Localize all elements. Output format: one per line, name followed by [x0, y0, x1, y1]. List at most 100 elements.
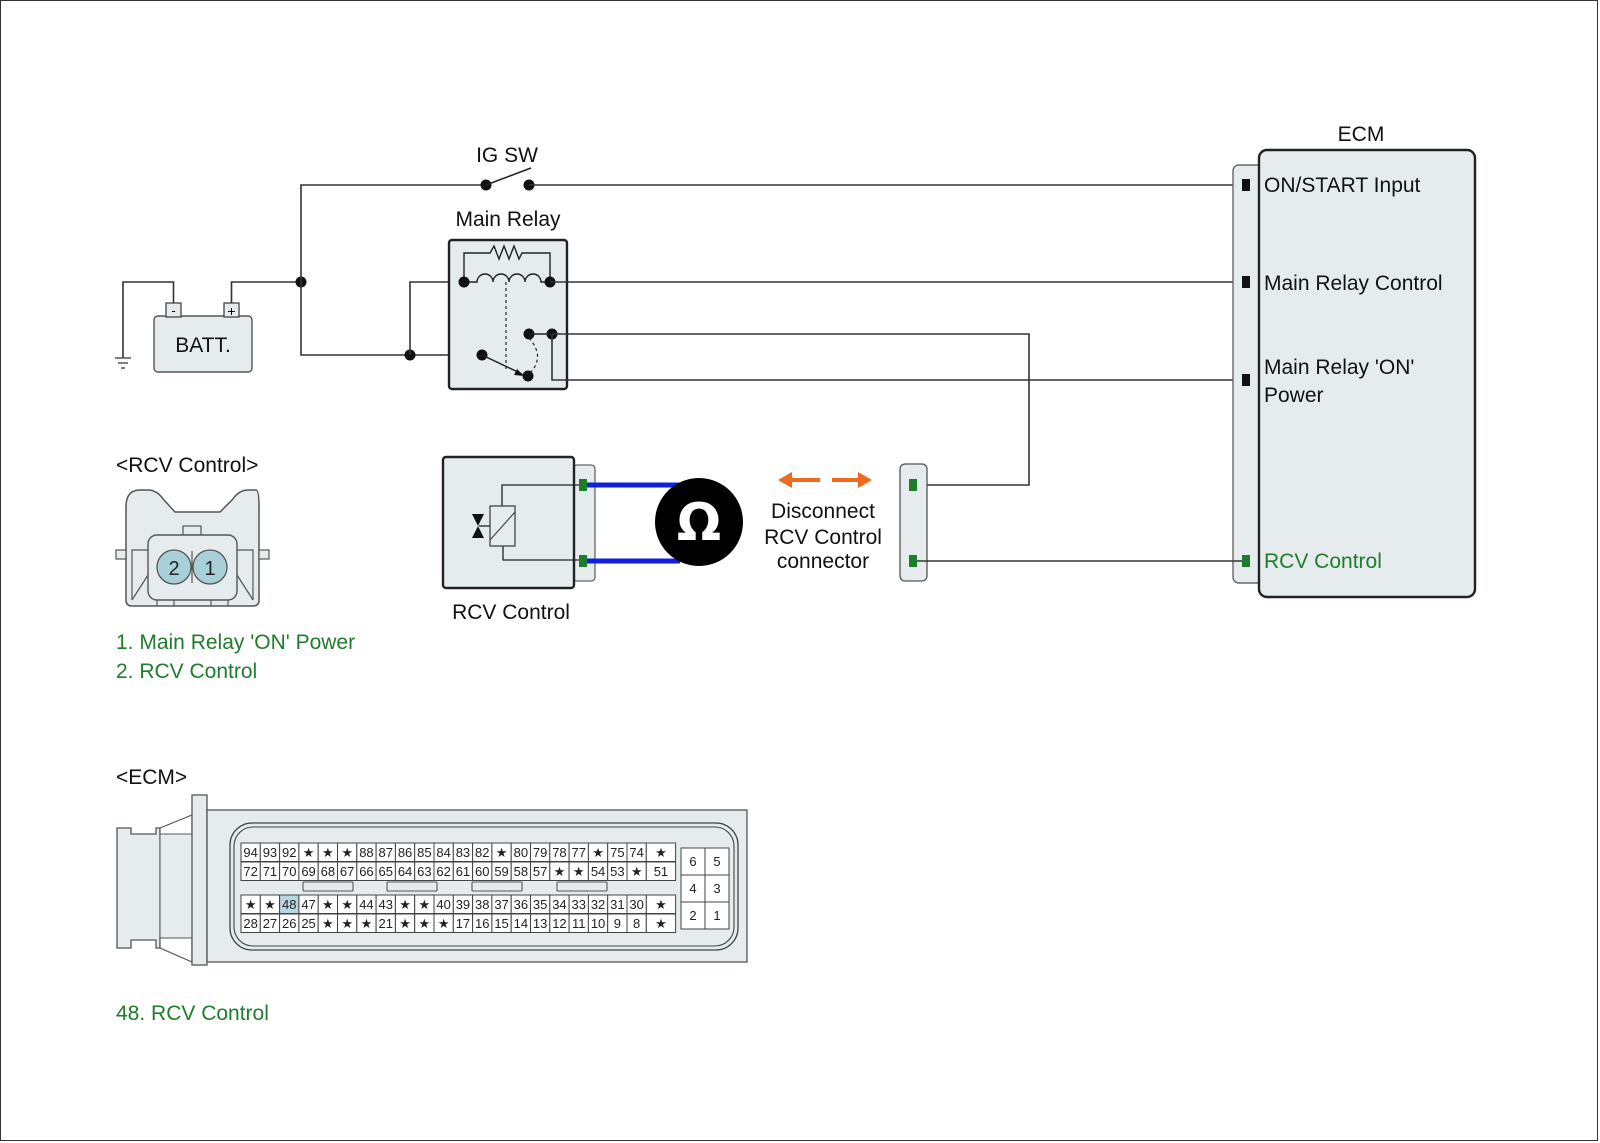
ecm-pin-label: 13 — [533, 916, 547, 931]
ground-icon — [115, 357, 131, 369]
ecm-side-pin-cell — [704, 874, 730, 903]
ig-feed-wire — [300, 184, 485, 282]
ig-switch-label: IG SW — [476, 144, 538, 167]
ecm-pin-label: 92 — [282, 845, 296, 860]
ecm-pin-label: 77 — [572, 845, 586, 860]
ecm-pin-label: ★ — [245, 897, 257, 912]
ecm-pin-label: 70 — [282, 864, 296, 879]
ecm-pin-label: 94 — [243, 845, 257, 860]
ecm-pin-main-relay-on-line1: Main Relay 'ON' — [1264, 356, 1414, 379]
ecm-pin-label: 85 — [417, 845, 431, 860]
ohmmeter-icon: Ω — [655, 478, 743, 566]
ecm-pin-label: 60 — [475, 864, 489, 879]
ecm-pin-label: 33 — [572, 897, 586, 912]
ecm-pin-terminal — [1242, 374, 1250, 386]
rcv-pin-1 — [192, 549, 228, 585]
ecm-connector-title: <ECM> — [116, 766, 187, 789]
ecm-pin-label: ★ — [655, 916, 667, 931]
disconnect-note-line3: connector — [777, 550, 869, 573]
rcv-component-label: RCV Control — [452, 601, 570, 624]
ecm-pin-label: 15 — [494, 916, 508, 931]
ecm-pin-label: ★ — [438, 916, 450, 931]
ground-wire — [122, 281, 175, 358]
rcv-component: RCV Control — [441, 455, 596, 624]
ecm-pin-label: ★ — [361, 916, 373, 931]
ecm-pin-label: ★ — [303, 845, 315, 860]
rcv-legend-2: 2. RCV Control — [116, 660, 257, 683]
ecm-pin-terminal-rcv — [1242, 555, 1250, 567]
rcv-connector-title: <RCV Control> — [116, 454, 258, 477]
ecm-legend-48: 48. RCV Control — [116, 1002, 269, 1025]
ecm-pin-label: 10 — [591, 916, 605, 931]
rcv-power-wire — [552, 333, 1030, 486]
ecm-pin-label: 11 — [572, 916, 586, 931]
ecm-pin-label: ★ — [573, 864, 585, 879]
ecm-pin-label: 26 — [282, 916, 296, 931]
ecm-pin-label: 51 — [654, 864, 668, 879]
ecm-body — [1257, 148, 1477, 599]
ecm-pin-terminal — [1242, 276, 1250, 288]
rcv-pin-2 — [156, 549, 192, 585]
ecm-pin-label: 57 — [533, 864, 547, 879]
disconnect-arrows-icon — [778, 472, 872, 488]
ecm-pin-label: 83 — [456, 845, 470, 860]
battery-label: BATT. — [175, 334, 231, 357]
battery-body — [153, 315, 253, 373]
ecm-pin-label: 66 — [359, 864, 373, 879]
ecm-side-pin-cell — [680, 874, 706, 903]
rcv-harness-connector — [899, 463, 928, 582]
ecm-pin-label: ★ — [399, 916, 411, 931]
ecm-pin-label: 74 — [629, 845, 643, 860]
ecm-pin-label: ★ — [554, 864, 566, 879]
ecm-pin-label: 28 — [243, 916, 257, 931]
ecm-pin-label: 75 — [610, 845, 624, 860]
ecm-pin-label: 63 — [417, 864, 431, 879]
ecm-pin-label: ★ — [264, 897, 276, 912]
ecm-pin-label: ★ — [341, 916, 353, 931]
ecm-pin-label: 54 — [591, 864, 605, 879]
ecm-pin-label: 39 — [456, 897, 470, 912]
ecm-label: ECM — [1338, 123, 1385, 146]
ecm-side-pin-label: 3 — [713, 881, 720, 896]
ecm-pin-label: 16 — [475, 916, 489, 931]
relay-coil-feed-wire — [409, 281, 464, 355]
ecm-pin-cell — [645, 913, 677, 933]
ecm-pin-label: 21 — [379, 916, 393, 931]
ecm-pin-label: 93 — [263, 845, 277, 860]
ohm-symbol: Ω — [677, 493, 721, 553]
ecm-pin-label: 25 — [301, 916, 315, 931]
ecm-pin-label: 43 — [379, 897, 393, 912]
ecm-pin-cell — [645, 861, 677, 881]
ecm-pin-label: 80 — [514, 845, 528, 860]
ecm-pin-label: 40 — [436, 897, 450, 912]
ecm-pin-label: 8 — [633, 916, 640, 931]
main-relay-label: Main Relay — [455, 208, 561, 231]
ecm-pin-rcv-control: RCV Control — [1264, 550, 1382, 573]
ecm-pin-label: 88 — [359, 845, 373, 860]
rcv-connector-face: <RCV Control> 2 1 — [115, 454, 270, 607]
ecm-pin-label: 44 — [359, 897, 373, 912]
ecm-pin-label: 72 — [243, 864, 257, 879]
ecm-pin-label: 12 — [552, 916, 566, 931]
ecm-pin-label: ★ — [419, 916, 431, 931]
ecm-pin-terminal — [1242, 179, 1250, 191]
ecm-pin-label: ★ — [341, 897, 353, 912]
ecm-pin-label: 32 — [591, 897, 605, 912]
disconnect-note-line1: Disconnect — [771, 500, 875, 523]
ecm-pin-label: 87 — [379, 845, 393, 860]
ecm-pin-label: ★ — [322, 897, 334, 912]
ecm-pin-label: 48 — [282, 897, 296, 912]
ecm-pin-main-relay-on-line2: Power — [1264, 384, 1324, 407]
switch-blade — [485, 167, 532, 186]
ecm-pin-label: ★ — [592, 845, 604, 860]
ecm-pin-label: 84 — [436, 845, 450, 860]
ecm-side-pin-label: 5 — [713, 854, 720, 869]
valve-icon — [472, 514, 484, 538]
rcv-pin-2-label: 2 — [168, 558, 179, 580]
ecm-pin-label: ★ — [419, 897, 431, 912]
ecm-pin-label: 79 — [533, 845, 547, 860]
